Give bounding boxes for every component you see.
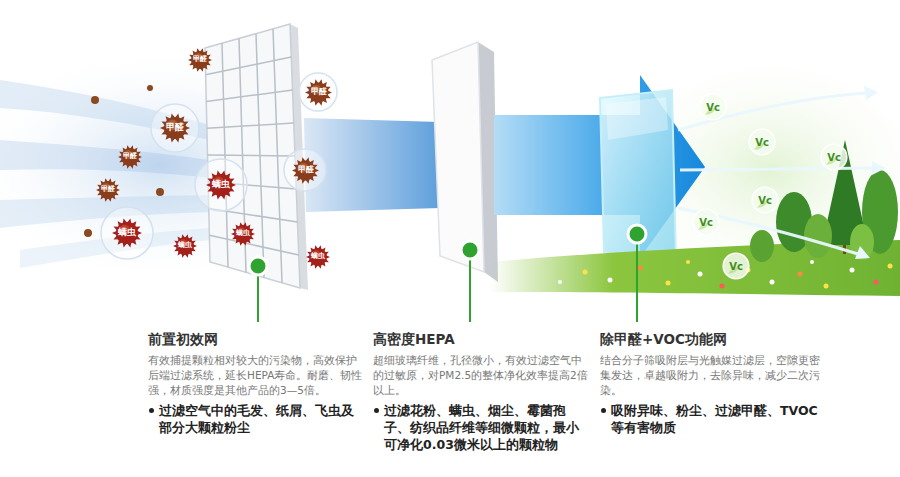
formaldehyde-particle: 甲醛 [305, 79, 332, 106]
bubble-body [749, 129, 775, 155]
virus-body [234, 225, 252, 243]
virus-body [191, 51, 209, 69]
vitamin-bubble: Vc [692, 208, 720, 236]
virus-spikes [96, 178, 120, 201]
virus-body [309, 248, 327, 266]
particle-label: Vc [729, 261, 743, 272]
virus-spikes [112, 218, 142, 247]
bullet-dot [149, 408, 154, 413]
particle-label: 甲醛 [166, 123, 184, 133]
bullet-dot [374, 408, 379, 413]
feature-row: 吸附异味、粉尘、过滤甲醛、TVOC等有害物质 [600, 402, 825, 436]
virus-body [164, 117, 186, 139]
formaldehyde-particle: 甲醛 [292, 157, 319, 184]
virus-body [210, 174, 232, 196]
formaldehyde-particle: 甲醛 [96, 178, 120, 202]
filter-heading: 前置初效网 [148, 330, 363, 348]
particle-label: 甲醛 [193, 56, 207, 64]
vitamin-bubble: Vc [748, 128, 776, 156]
particle-label: Vc [827, 152, 841, 163]
formaldehyde-particle: 甲醛 [160, 113, 190, 143]
feature-row: 过滤花粉、螨虫、烟尘、霉菌孢子、纺织品纤维等细微颗粒，最小可净化0.03微米以上… [373, 402, 588, 453]
mite-particle: 螨虫 [306, 245, 330, 269]
particle-label: Vc [706, 102, 720, 113]
particle-label: Vc [755, 137, 769, 148]
bullet-dot [601, 408, 606, 413]
mite-particle: 螨虫 [231, 222, 255, 246]
particle-label: 甲醛 [101, 186, 115, 193]
particle-label: 螨虫 [212, 180, 230, 190]
virus-spikes [118, 145, 142, 168]
filter-heading: 除甲醛+VOC功能网 [600, 330, 825, 348]
description-column: 前置初效网有效捕提颗粒相对较大的污染物，高效保护后端过滤系统，延长HEPA寿命。… [148, 330, 363, 436]
particle-label: 甲醛 [311, 88, 327, 97]
feature-row: 过滤空气中的毛发、纸屑、飞虫及部分大颗粒粉尘 [148, 402, 363, 436]
formaldehyde-particle: 甲醛 [188, 48, 212, 72]
particle-label: 螨虫 [311, 253, 325, 261]
mite-particle: 螨虫 [112, 218, 142, 248]
particle-label: 螨虫 [236, 230, 250, 237]
filter-feature: 过滤花粉、螨虫、烟尘、霉菌孢子、纺织品纤维等细微颗粒，最小可净化0.03微米以上… [384, 402, 588, 453]
virus-spikes [292, 157, 319, 183]
particle-label: 甲醛 [123, 153, 137, 161]
virus-body [296, 161, 316, 181]
virus-spikes [173, 234, 197, 257]
particle-label: 螨虫 [118, 228, 136, 238]
vitamin-bubble: Vc [820, 143, 848, 171]
particle-label: 螨虫 [178, 242, 192, 250]
virus-spikes [306, 245, 330, 268]
bubble-body [700, 94, 726, 120]
virus-body [176, 237, 194, 255]
particle-label: Vc [699, 217, 713, 228]
filter-description: 超细玻璃纤维，孔径微小，有效过滤空气中的过敏原，对PM2.5的整体净化效率提高2… [373, 353, 588, 398]
filter-description: 有效捕提颗粒相对较大的污染物，高效保护后端过滤系统，延长HEPA寿命。耐磨、韧性… [148, 353, 363, 398]
description-column: 除甲醛+VOC功能网结合分子筛吸附层与光触媒过滤层，空隙更密集发达，卓越吸附力，… [600, 330, 825, 436]
virus-body [309, 83, 329, 103]
mite-particle: 螨虫 [173, 234, 197, 258]
bubble-body [723, 253, 749, 279]
formaldehyde-particle: 甲醛 [118, 145, 142, 169]
bubble-body [752, 187, 778, 213]
virus-spikes [160, 113, 190, 142]
virus-spikes [305, 79, 332, 105]
virus-spikes [206, 170, 236, 199]
filter-description: 结合分子筛吸附层与光触媒过滤层，空隙更密集发达，卓越吸附力，去除异味，减少二次污… [600, 353, 825, 398]
mite-particle: 螨虫 [206, 170, 236, 200]
filter-feature: 过滤空气中的毛发、纸屑、飞虫及部分大颗粒粉尘 [159, 402, 363, 436]
particle-label: 甲醛 [298, 166, 314, 175]
bubble-body [693, 209, 719, 235]
virus-spikes [231, 222, 255, 245]
virus-body [116, 222, 138, 244]
description-column: 高密度HEPA 超细玻璃纤维，孔径微小，有效过滤空气中的过敏原，对PM2.5的整体… [373, 330, 588, 453]
particle-label: Vc [758, 195, 772, 206]
virus-body [99, 181, 117, 199]
virus-spikes [188, 48, 212, 71]
filter-heading: 高密度HEPA [373, 330, 588, 348]
vitamin-bubble: Vc [751, 186, 779, 214]
bubble-body [821, 144, 847, 170]
filter-feature: 吸附异味、粉尘、过滤甲醛、TVOC等有害物质 [611, 402, 825, 436]
virus-body [121, 148, 139, 166]
vitamin-bubble: Vc [699, 93, 727, 121]
vitamin-bubble: Vc [722, 252, 750, 280]
